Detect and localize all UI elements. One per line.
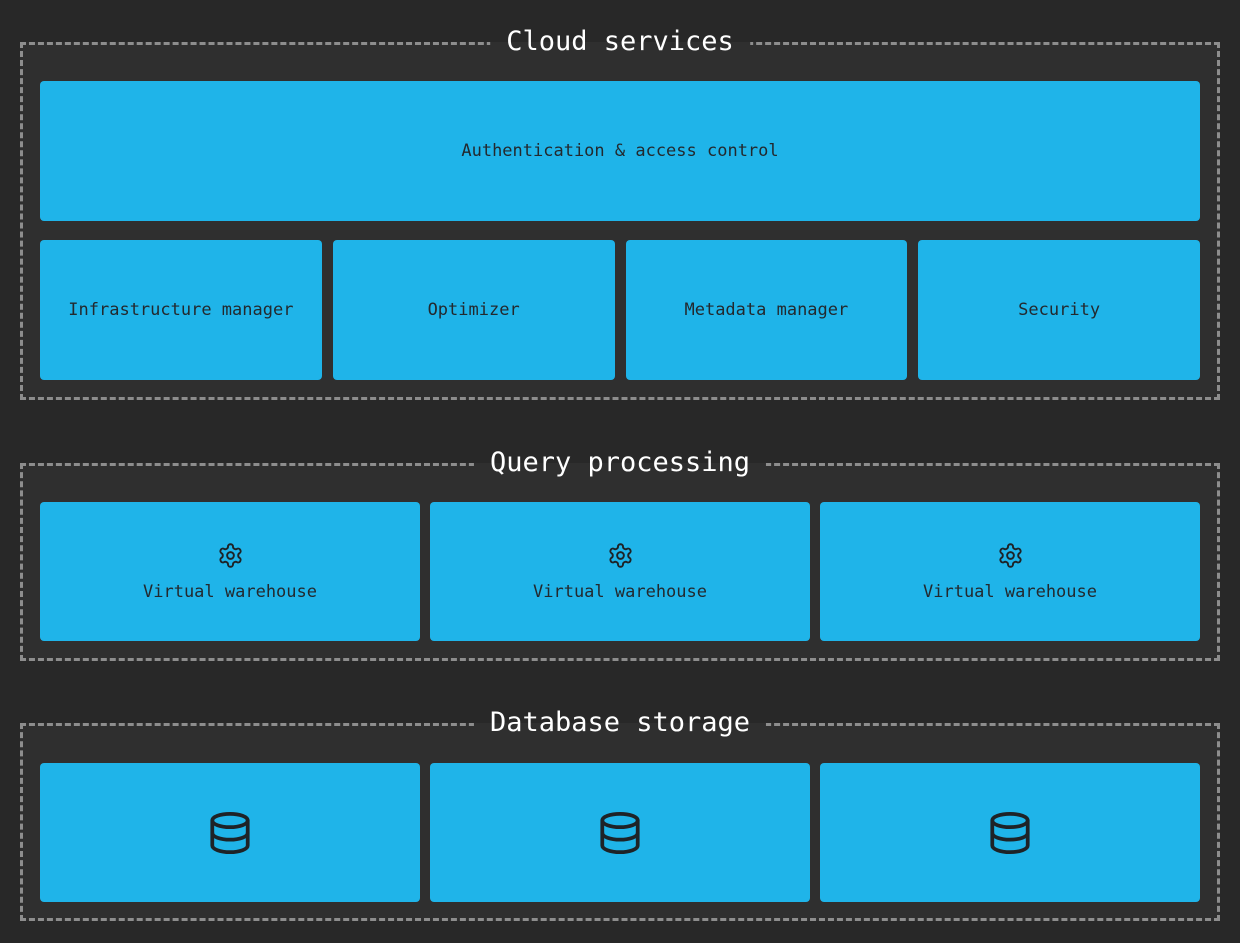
gear-icon bbox=[607, 542, 634, 569]
security-label: Security bbox=[1018, 300, 1101, 320]
virtual-warehouse-label: Virtual warehouse bbox=[143, 581, 317, 602]
section-title-database-storage: Database storage bbox=[473, 706, 767, 740]
virtual-warehouse-label: Virtual warehouse bbox=[923, 581, 1097, 602]
database-box bbox=[820, 763, 1200, 902]
infrastructure-manager-label: Infrastructure manager bbox=[68, 300, 294, 320]
optimizer-box: Optimizer bbox=[332, 240, 615, 380]
query-processing-row: Virtual warehouse Virtual warehouse Virt… bbox=[40, 502, 1200, 641]
database-icon bbox=[985, 808, 1035, 858]
virtual-warehouse-box: Virtual warehouse bbox=[820, 502, 1200, 641]
gear-icon bbox=[997, 542, 1024, 569]
infrastructure-manager-box: Infrastructure manager bbox=[40, 240, 322, 380]
metadata-manager-box: Metadata manager bbox=[625, 240, 908, 380]
metadata-manager-label: Metadata manager bbox=[684, 300, 849, 320]
database-icon bbox=[205, 808, 255, 858]
virtual-warehouse-label: Virtual warehouse bbox=[533, 581, 707, 602]
database-storage-section: Database storage bbox=[20, 706, 1220, 921]
database-icon bbox=[595, 808, 645, 858]
virtual-warehouse-box: Virtual warehouse bbox=[40, 502, 420, 641]
cloud-services-section: Cloud services Authentication & access c… bbox=[20, 25, 1220, 400]
database-box bbox=[430, 763, 810, 902]
optimizer-label: Optimizer bbox=[427, 300, 520, 320]
database-box bbox=[40, 763, 420, 902]
database-storage-row bbox=[40, 763, 1200, 902]
cloud-services-row: Infrastructure manager Optimizer Metadat… bbox=[40, 240, 1200, 380]
virtual-warehouse-box: Virtual warehouse bbox=[430, 502, 810, 641]
auth-access-control-box: Authentication & access control bbox=[40, 81, 1200, 221]
auth-box-label: Authentication & access control bbox=[461, 141, 779, 161]
section-title-query-processing: Query processing bbox=[473, 446, 767, 480]
section-title-cloud-services: Cloud services bbox=[490, 25, 750, 59]
query-processing-section: Query processing Virtual warehouse Virtu… bbox=[20, 446, 1220, 661]
security-box: Security bbox=[918, 240, 1200, 380]
gear-icon bbox=[217, 542, 244, 569]
